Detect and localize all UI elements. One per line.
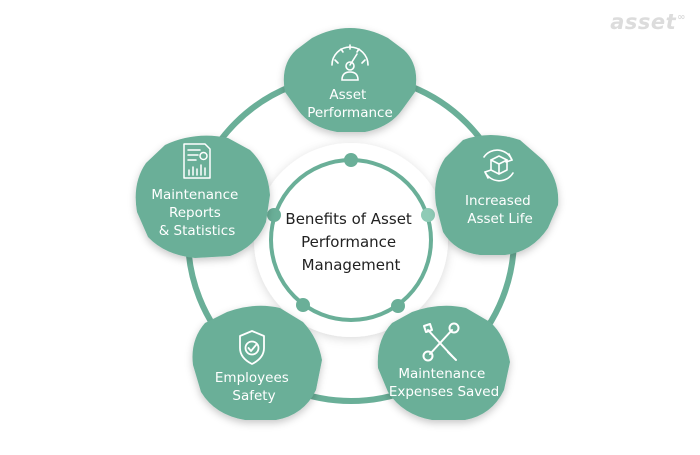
center-title-line-1: Benefits of Asset [285,210,412,228]
report-chart-icon [183,143,211,179]
node-employees-safety-line-1: Employees [215,370,289,386]
hub-dot-bottom-left [296,298,310,312]
cycle-box-icon [483,149,514,182]
node-maintenance-reports-shape [135,135,270,258]
node-maintenance-reports-line-3: & Statistics [159,223,236,239]
node-increased-asset-life: Increased Asset Life [435,135,559,255]
node-employees-safety-line-2: Safety [232,388,275,404]
hub-dot-left [267,208,281,222]
svg-text:Increased Asset Life: Increased Asset Life [465,193,535,227]
hub-dot-top [344,153,358,167]
center-title: Benefits of Asset Performance Management [285,210,416,274]
node-asset-performance-line-1: Asset [329,87,366,103]
shield-check-icon [239,330,265,365]
brand-infinity-mark: ∞ [677,12,686,23]
center-title-line-3: Management [302,256,401,274]
node-maintenance-expenses-saved: Maintenance Expenses Saved [377,305,510,420]
node-asset-performance: Asset Performance [283,28,417,132]
node-maintenance-expenses-saved-shape [377,305,510,420]
node-maintenance-reports-line-1: Maintenance [151,187,238,203]
hub-dot-right [421,208,435,222]
node-maintenance-expenses-saved-line-1: Maintenance [398,366,485,382]
brand-logo: asset∞ [610,10,686,34]
hub-dot-bottom-right [391,299,405,313]
node-asset-performance-line-2: Performance [307,105,393,121]
brand-name: asset [610,10,677,34]
node-employees-safety-shape [192,305,322,420]
node-increased-asset-life-line-1: Increased [465,193,531,209]
node-maintenance-reports-line-2: Reports [169,205,221,221]
node-maintenance-reports: Maintenance Reports & Statistics [135,135,270,258]
node-employees-safety: Employees Safety [192,305,322,420]
svg-text:Employees Safety: Employees Safety [215,370,293,404]
node-increased-asset-life-line-2: Asset Life [467,211,533,227]
svg-text:Asset Performance: Asset Performance [307,87,393,121]
node-maintenance-expenses-saved-line-2: Expenses Saved [389,384,499,400]
svg-text:Maintenance Reports: Maintenance Reports & Statistics [151,187,242,239]
node-increased-asset-life-shape [435,135,559,255]
gauge-user-icon [331,44,369,81]
center-title-line-2: Performance [301,233,396,251]
svg-text:Maintenance Expenses Sav: Maintenance Expenses Saved [389,366,499,400]
wrench-screwdriver-icon [422,322,460,362]
